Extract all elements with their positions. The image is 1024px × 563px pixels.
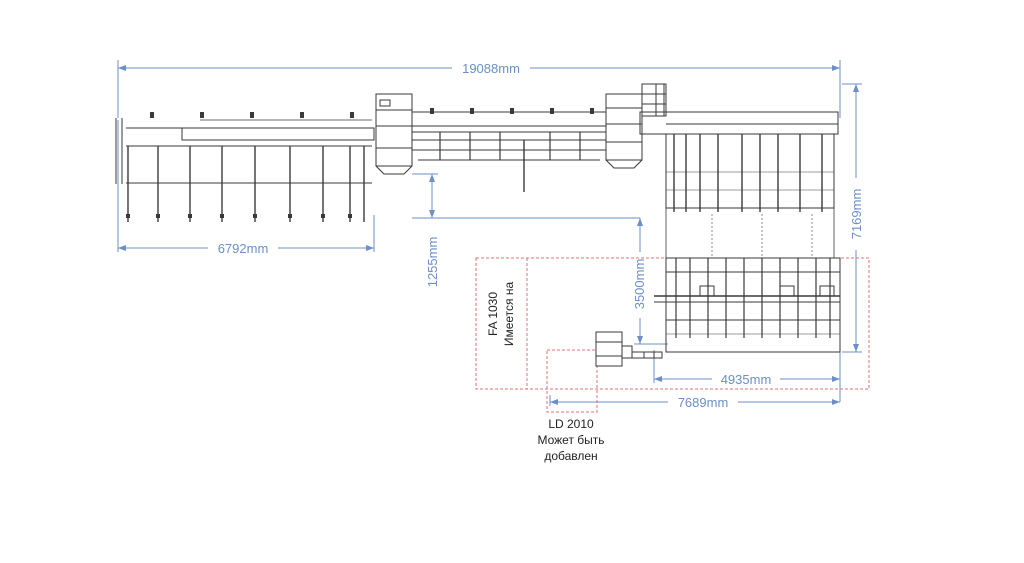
dim-lower-table: 4935mm — [721, 372, 772, 387]
optional-outlines — [475, 257, 870, 413]
fa-1030-label: FA 1030 Имеется на — [486, 282, 516, 347]
left-conveyor — [115, 112, 375, 222]
ld-2010-unit — [595, 331, 663, 367]
saw-unit-right — [605, 83, 667, 169]
ld-label-line1: LD 2010 — [548, 417, 594, 431]
outline-lower-area — [475, 257, 870, 390]
ld-label-line2: Может быть — [537, 433, 604, 447]
dimension-texts: 19088mm 6792mm 1255mm 3500mm 7169mm 4935… — [208, 60, 864, 410]
ld-label-line3: добавлен — [544, 449, 597, 463]
dimension-arrowheads — [118, 65, 859, 405]
right-table — [639, 111, 841, 353]
dim-offset-depth: 1255mm — [425, 237, 440, 288]
dim-total-length: 19088mm — [462, 61, 520, 76]
middle-conveyor — [411, 108, 607, 192]
dim-lower-depth: 3500mm — [632, 259, 647, 310]
dim-lower-section: 7689mm — [678, 395, 729, 410]
ld-2010-label: LD 2010 Может быть добавлен — [537, 417, 604, 463]
fa-label-line2: Имеется на — [502, 282, 516, 347]
outline-ld-2010 — [546, 349, 598, 413]
dim-total-depth: 7169mm — [849, 189, 864, 240]
fa-label-line1: FA 1030 — [486, 292, 500, 336]
dim-left-conveyor: 6792mm — [218, 241, 269, 256]
saw-unit-left — [375, 93, 413, 175]
